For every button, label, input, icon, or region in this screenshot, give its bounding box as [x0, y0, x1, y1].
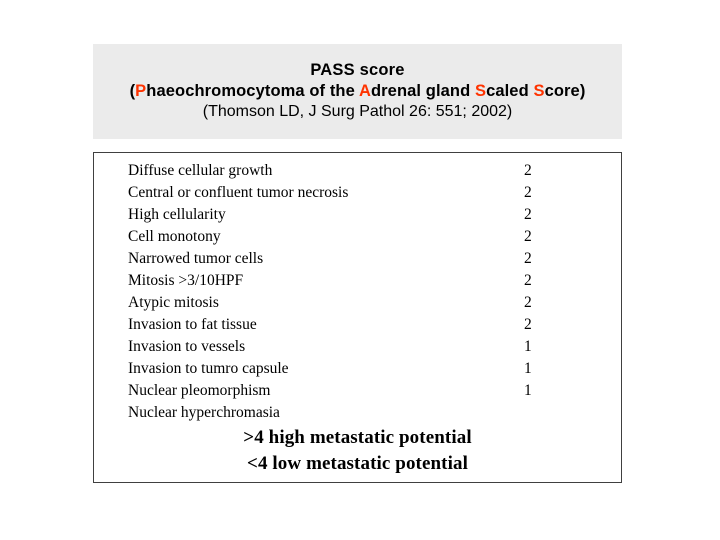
conclusion-low-risk: <4 low metastatic potential — [247, 452, 468, 474]
criteria-row: Narrowed tumor cells 2 — [128, 248, 611, 270]
criteria-label: Invasion to fat tissue — [128, 316, 257, 333]
criteria-score: 1 — [524, 382, 532, 399]
criteria-row: Mitosis >3/10HPF 2 — [128, 270, 611, 292]
accent-letter-p: P — [135, 81, 147, 100]
criteria-label: Atypic mitosis — [128, 294, 219, 311]
criteria-label: Diffuse cellular growth — [128, 162, 273, 179]
criteria-label: Invasion to vessels — [128, 338, 246, 355]
criteria-row: Invasion to tumro capsule 1 — [128, 358, 611, 380]
criteria-score: 2 — [524, 184, 532, 201]
expansion-segment-4: core) — [544, 81, 586, 100]
criteria-label: Nuclear hyperchromasia — [128, 404, 280, 421]
acronym-expansion: (Phaeochromocytoma of the Adrenal gland … — [130, 82, 586, 101]
expansion-segment-2: drenal gland — [370, 81, 475, 100]
criteria-label: Invasion to tumro capsule — [128, 360, 289, 377]
criteria-score: 1 — [524, 338, 532, 355]
criteria-row: Diffuse cellular growth 2 — [128, 160, 611, 182]
page-title: PASS score — [310, 61, 405, 80]
expansion-segment-3: caled — [486, 81, 534, 100]
criteria-score: 1 — [524, 360, 532, 377]
conclusion-high-risk: >4 high metastatic potential — [243, 427, 472, 448]
criteria-score: 2 — [524, 294, 532, 311]
criteria-row: High cellularity 2 — [128, 204, 611, 226]
criteria-score: 2 — [524, 206, 532, 223]
expansion-open-paren: ( — [129, 81, 136, 100]
criteria-row: Nuclear hyperchromasia — [128, 402, 611, 424]
criteria-label: High cellularity — [128, 206, 226, 223]
criteria-label: Central or confluent tumor necrosis — [128, 184, 349, 201]
criteria-score: 2 — [524, 162, 532, 179]
criteria-row: Central or confluent tumor necrosis 2 — [128, 182, 611, 204]
criteria-score: 2 — [524, 228, 532, 245]
accent-letter-s-score: S — [533, 81, 545, 100]
conclusion-block: >4 high metastatic potential <4 low meta… — [94, 425, 621, 476]
criteria-score: 2 — [524, 250, 532, 267]
criteria-row: Invasion to fat tissue 2 — [128, 314, 611, 336]
criteria-score: 2 — [524, 272, 532, 289]
criteria-label: Narrowed tumor cells — [128, 250, 264, 267]
criteria-row: Nuclear pleomorphism 1 — [128, 380, 611, 402]
pass-score-header-banner: PASS score (Phaeochromocytoma of the Adr… — [93, 44, 622, 139]
criteria-list: Diffuse cellular growth 2 Central or con… — [128, 160, 611, 424]
expansion-segment-1: haeochromocytoma of the — [146, 81, 359, 100]
criteria-row: Invasion to vessels 1 — [128, 336, 611, 358]
criteria-row: Atypic mitosis 2 — [128, 292, 611, 314]
criteria-box: Diffuse cellular growth 2 Central or con… — [93, 152, 622, 483]
criteria-label: Cell monotony — [128, 228, 221, 245]
criteria-label: Nuclear pleomorphism — [128, 382, 271, 399]
criteria-score: 2 — [524, 316, 532, 333]
criteria-row: Cell monotony 2 — [128, 226, 611, 248]
accent-letter-s-scaled: S — [474, 81, 487, 100]
accent-letter-a: A — [358, 81, 371, 100]
citation-reference: (Thomson LD, J Surg Pathol 26: 551; 2002… — [202, 103, 513, 121]
criteria-label: Mitosis >3/10HPF — [128, 272, 244, 289]
